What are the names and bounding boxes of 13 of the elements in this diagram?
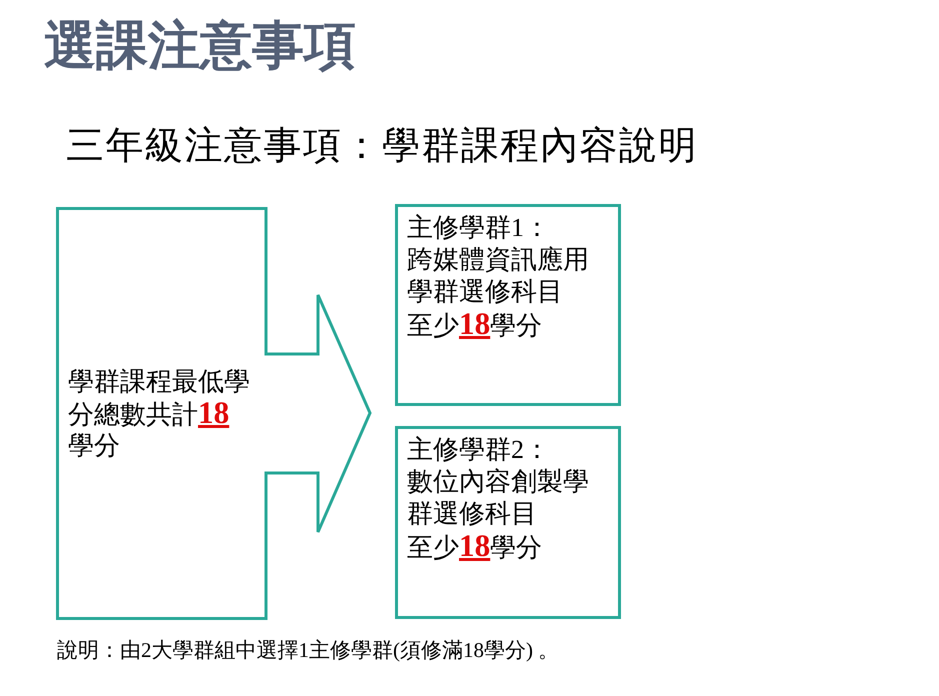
arrow-shaped-box [56,207,372,620]
footnote: 說明：由2大學群組中選擇1主修學群(須修滿18學分) 。 [57,637,560,663]
text-box [395,204,621,406]
credit-text: 至少18學分 [407,530,544,564]
box-text: 跨媒體資訊應用學群選修科目 [407,244,590,308]
text-box [395,426,621,619]
subtitle: 三年級注意事項：學群課程內容說明 [66,124,698,169]
box-heading: 主修學群1： [407,212,551,244]
credit-text: 至少18學分 [407,308,544,342]
slide-title: 選課注意事項 [44,17,356,77]
box-text: 數位內容創製學群選修科目 [407,466,590,530]
box-heading: 主修學群2： [407,434,551,466]
box-text: 學群課程最低學分總數共計18學分 [68,366,251,461]
